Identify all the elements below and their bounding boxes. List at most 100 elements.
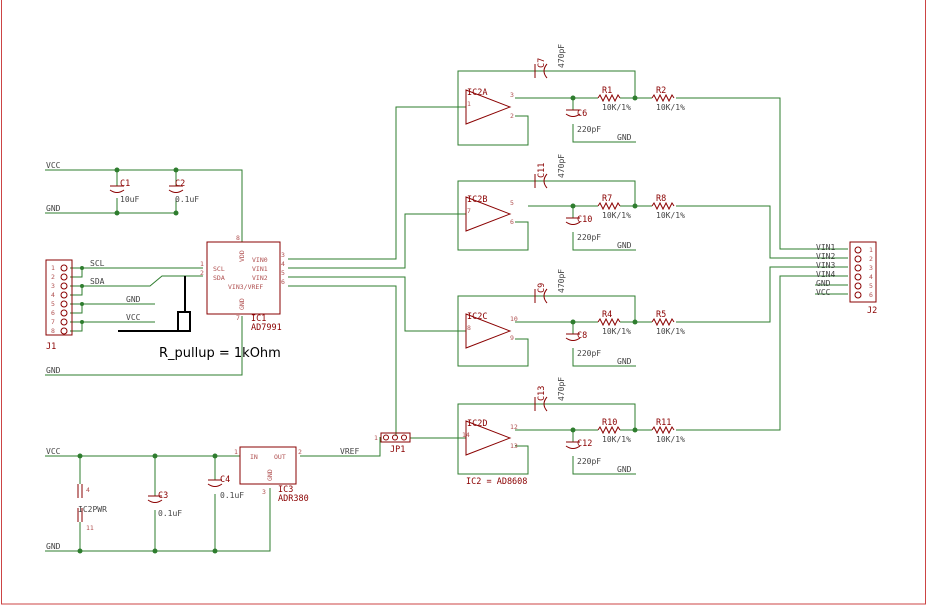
net-label-gnd-top: GND <box>46 204 61 213</box>
net-label-sda: SDA <box>90 277 105 286</box>
svg-text:VIN1: VIN1 <box>252 265 268 273</box>
resistor-r5: R5 10K/1% <box>651 310 685 336</box>
resistor-r2: R2 10K/1% <box>651 86 685 112</box>
j2-pin <box>854 264 862 272</box>
svg-text:6: 6 <box>51 309 55 317</box>
svg-text:220pF: 220pF <box>577 233 601 242</box>
svg-text:VCC: VCC <box>816 288 831 297</box>
svg-text:1: 1 <box>200 260 204 268</box>
resistor-r10: R10 10K/1% <box>597 418 631 444</box>
svg-text:10K/1%: 10K/1% <box>602 327 631 336</box>
svg-text:3: 3 <box>869 264 873 272</box>
svg-text:1: 1 <box>467 100 471 108</box>
j2-pin <box>854 255 862 263</box>
j1-pin <box>60 309 68 317</box>
resistor-r1: R1 10K/1% <box>597 86 631 112</box>
svg-text:C4: C4 <box>220 475 230 485</box>
svg-text:IC2A: IC2A <box>467 88 487 98</box>
j1-pin <box>60 282 68 290</box>
svg-text:IC2PWR: IC2PWR <box>78 505 107 514</box>
svg-text:R7: R7 <box>602 194 612 204</box>
resistor-r11: R11 10K/1% <box>651 418 685 444</box>
j1-pin <box>60 273 68 281</box>
svg-text:1: 1 <box>234 448 238 456</box>
svg-text:13: 13 <box>510 442 518 450</box>
svg-text:8: 8 <box>236 234 240 242</box>
net-label-gnd-a: GND <box>617 133 632 142</box>
net-labels: VCC GND GND VCC GND SCL SDA GND VCC VREF… <box>46 133 632 551</box>
svg-text:R4: R4 <box>602 310 612 320</box>
net-label-j1-gnd: GND <box>126 295 141 304</box>
svg-text:C3: C3 <box>158 491 168 501</box>
svg-text:1: 1 <box>374 434 378 442</box>
svg-text:1: 1 <box>51 264 55 272</box>
opamp-ic2d: IC2D 14 12 13 <box>462 419 518 456</box>
ic2-power: 4 11 IC2PWR <box>77 484 107 532</box>
capacitor-c6: C6 220pF <box>565 109 601 134</box>
svg-text:470pF: 470pF <box>557 377 566 401</box>
net-label-gnd-bottom: GND <box>46 542 61 551</box>
svg-text:GND: GND <box>816 279 831 288</box>
j1-ref: J1 <box>46 342 56 352</box>
svg-text:IC2C: IC2C <box>467 312 487 322</box>
svg-text:VIN3/VREF: VIN3/VREF <box>228 283 263 291</box>
net-label-gnd-c: GND <box>617 357 632 366</box>
capacitor-c9: C9 470pF <box>534 269 566 304</box>
net-label-gnd-mid: GND <box>46 366 61 375</box>
capacitor-c8: C8 220pF <box>565 331 601 358</box>
svg-text:2: 2 <box>51 273 55 281</box>
svg-text:10K/1%: 10K/1% <box>602 211 631 220</box>
svg-text:R1: R1 <box>602 86 612 96</box>
resistor-r7: R7 10K/1% <box>597 194 631 220</box>
connector-j2: VIN1 VIN2 VIN3 VIN4 GND VCC 12 34 56 J2 <box>816 241 877 316</box>
svg-text:5: 5 <box>281 269 285 277</box>
capacitor-c11: C11 470pF <box>534 154 566 189</box>
svg-text:220pF: 220pF <box>577 457 601 466</box>
svg-text:SCL: SCL <box>213 265 225 273</box>
svg-text:10K/1%: 10K/1% <box>656 435 685 444</box>
svg-text:3: 3 <box>51 282 55 290</box>
svg-text:10uF: 10uF <box>120 195 139 204</box>
svg-text:VIN4: VIN4 <box>816 270 835 279</box>
svg-text:GND: GND <box>266 469 274 481</box>
svg-text:VIN2: VIN2 <box>816 252 835 261</box>
ic1-ad7991: SCL SDA VIN0 VIN1 VIN2 VIN3/VREF VDD GND… <box>200 234 285 333</box>
wires <box>45 70 848 552</box>
svg-text:5: 5 <box>869 282 873 290</box>
svg-text:3: 3 <box>262 488 266 496</box>
svg-text:VIN2: VIN2 <box>252 274 268 282</box>
net-label-j1-vcc: VCC <box>126 313 141 322</box>
svg-text:1: 1 <box>869 246 873 254</box>
svg-text:4: 4 <box>281 260 285 268</box>
svg-text:JP1: JP1 <box>390 445 405 455</box>
j2-pin <box>854 246 862 254</box>
capacitor-c13: C13 470pF <box>534 377 566 412</box>
net-label-gnd-d: GND <box>617 465 632 474</box>
svg-text:R11: R11 <box>656 418 671 428</box>
pullup-annotation: R_pullup = 1kOhm <box>118 276 281 361</box>
opamp-ic2b: IC2B 7 5 6 <box>465 195 514 232</box>
svg-text:4: 4 <box>86 486 90 494</box>
svg-text:6: 6 <box>281 278 285 286</box>
j2-pin <box>854 282 862 290</box>
svg-text:GND: GND <box>238 298 246 310</box>
svg-text:C13: C13 <box>537 386 547 401</box>
svg-text:10K/1%: 10K/1% <box>656 103 685 112</box>
svg-text:C7: C7 <box>537 58 547 68</box>
svg-text:10K/1%: 10K/1% <box>602 103 631 112</box>
svg-text:2: 2 <box>510 112 514 120</box>
connector-j1: J1 12 34 56 78 <box>45 259 73 352</box>
resistor-r4: R4 10K/1% <box>597 310 631 336</box>
net-label-vcc-bottom: VCC <box>46 447 61 456</box>
capacitor-c2: C2 0.1uF <box>168 179 199 204</box>
svg-text:SDA: SDA <box>213 274 225 282</box>
svg-text:8: 8 <box>467 324 471 332</box>
svg-text:5: 5 <box>510 199 514 207</box>
svg-text:VIN3: VIN3 <box>816 261 835 270</box>
svg-text:0.1uF: 0.1uF <box>158 509 182 518</box>
svg-text:5: 5 <box>51 300 55 308</box>
svg-text:IC2B: IC2B <box>467 195 487 205</box>
svg-text:C8: C8 <box>577 331 587 341</box>
svg-text:VIN0: VIN0 <box>252 256 268 264</box>
